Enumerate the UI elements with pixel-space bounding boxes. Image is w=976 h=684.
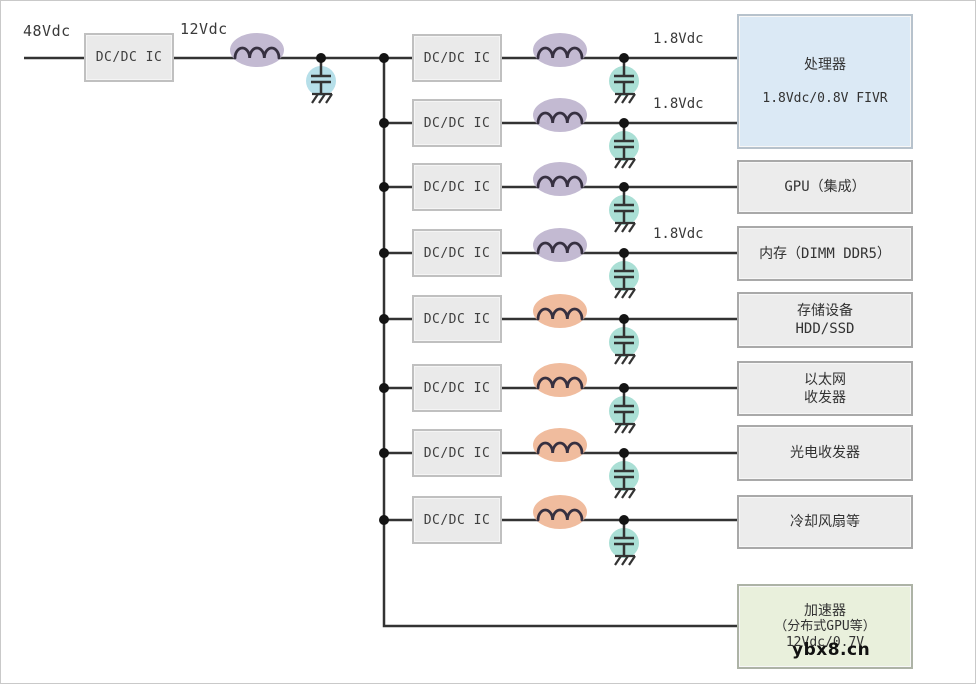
dcdc-converter-5: DC/DC IC: [412, 295, 502, 343]
load-box-processor: 处理器 1.8Vdc/0.8V FIVR: [737, 14, 913, 149]
ground-icon: [614, 157, 636, 169]
ground-icon: [614, 221, 636, 233]
inductor-coil-icon: [536, 307, 584, 321]
dcdc-converter-6: DC/DC IC: [412, 364, 502, 412]
junction-dot: [619, 314, 629, 324]
ground-icon: [311, 92, 333, 104]
ethernet-title: 以太网: [804, 371, 846, 388]
inductor-coil-icon: [233, 46, 281, 60]
ground-icon: [614, 554, 636, 566]
inductor-icon: [533, 162, 587, 196]
inductor-coil-icon: [536, 175, 584, 189]
junction-dot: [379, 314, 389, 324]
storage-title: 存储设备: [797, 303, 853, 319]
accelerator-line3: 12Vdc/0.7V: [785, 634, 865, 650]
dcdc-converter-4: DC/DC IC: [412, 229, 502, 277]
junction-dot: [619, 515, 629, 525]
processor-title: 处理器: [804, 56, 846, 73]
ethernet-line2: 收发器: [804, 389, 846, 406]
junction-dot: [379, 448, 389, 458]
junction-dot: [619, 248, 629, 258]
input-dcdc-label: DC/DC IC: [95, 50, 163, 65]
junction-dot: [379, 53, 389, 63]
inductor-coil-icon: [536, 376, 584, 390]
dcdc-converter-2: DC/DC IC: [412, 99, 502, 147]
ground-icon: [614, 287, 636, 299]
junction-dot: [619, 182, 629, 192]
junction-dot: [316, 53, 326, 63]
accelerator-title: 加速器: [804, 602, 846, 619]
capacitor-plates-icon: [614, 58, 634, 94]
capacitor-plates-icon: [614, 319, 634, 355]
bus-voltage-label: 12Vdc: [180, 20, 228, 38]
inductor-icon: [533, 495, 587, 529]
junction-dot: [379, 118, 389, 128]
load-box-gpu: GPU（集成）: [737, 160, 913, 214]
ground-icon: [614, 487, 636, 499]
inductor-icon: [533, 33, 587, 67]
ground-icon: [614, 353, 636, 365]
optical-title: 光电收发器: [790, 445, 860, 461]
processor-subtitle: 1.8Vdc/0.8V FIVR: [762, 90, 888, 106]
inductor-icon: [533, 228, 587, 262]
inductor-icon: [533, 363, 587, 397]
load-box-optical: 光电收发器: [737, 425, 913, 481]
junction-dot: [619, 118, 629, 128]
rail-voltage-label: 1.8Vdc: [653, 31, 704, 47]
capacitor-plates-icon: [614, 453, 634, 489]
gpu-title: GPU（集成）: [784, 179, 866, 195]
load-box-memory: 内存（DIMM DDR5）: [737, 226, 913, 281]
source-voltage-label: 48Vdc: [23, 22, 71, 40]
inductor-icon: [533, 294, 587, 328]
load-box-fans: 冷却风扇等: [737, 495, 913, 549]
bus-12v-wire: [382, 58, 738, 628]
dcdc-converter-3: DC/DC IC: [412, 163, 502, 211]
rail-voltage-label: 1.8Vdc: [653, 96, 704, 112]
inductor-icon: [533, 428, 587, 462]
dcdc-converter-8: DC/DC IC: [412, 496, 502, 544]
junction-dot: [619, 53, 629, 63]
memory-title: 内存（DIMM DDR5）: [759, 245, 891, 262]
inductor-coil-icon: [536, 441, 584, 455]
dcdc-converter-1: DC/DC IC: [412, 34, 502, 82]
capacitor-plates-icon: [614, 253, 634, 289]
accelerator-line2: （分布式GPU等）: [774, 618, 876, 634]
load-box-storage: 存储设备 HDD/SSD: [737, 292, 913, 348]
junction-dot: [379, 383, 389, 393]
capacitor-plates-icon: [614, 187, 634, 223]
storage-line2: HDD/SSD: [795, 321, 855, 337]
junction-dot: [379, 182, 389, 192]
input-dcdc-converter: DC/DC IC: [84, 33, 174, 82]
capacitor-plates-icon: [614, 123, 634, 159]
ground-icon: [614, 422, 636, 434]
inductor-coil-icon: [536, 241, 584, 255]
rail-voltage-label: 1.8Vdc: [653, 226, 704, 242]
inductor-icon: [533, 98, 587, 132]
junction-dot: [379, 515, 389, 525]
load-box-ethernet: 以太网 收发器: [737, 361, 913, 416]
load-box-accelerator: 加速器 （分布式GPU等） 12Vdc/0.7V: [737, 584, 913, 669]
inductor-icon: [230, 33, 284, 67]
inductor-coil-icon: [536, 46, 584, 60]
inductor-coil-icon: [536, 508, 584, 522]
watermark: ybx8.cn: [792, 640, 871, 660]
junction-dot: [619, 383, 629, 393]
capacitor-plates-icon: [614, 520, 634, 556]
ground-icon: [614, 92, 636, 104]
junction-dot: [619, 448, 629, 458]
inductor-coil-icon: [536, 111, 584, 125]
junction-dot: [379, 248, 389, 258]
dcdc-converter-7: DC/DC IC: [412, 429, 502, 477]
capacitor-plates-icon: [311, 58, 331, 94]
capacitor-plates-icon: [614, 388, 634, 424]
fans-title: 冷却风扇等: [790, 514, 860, 530]
